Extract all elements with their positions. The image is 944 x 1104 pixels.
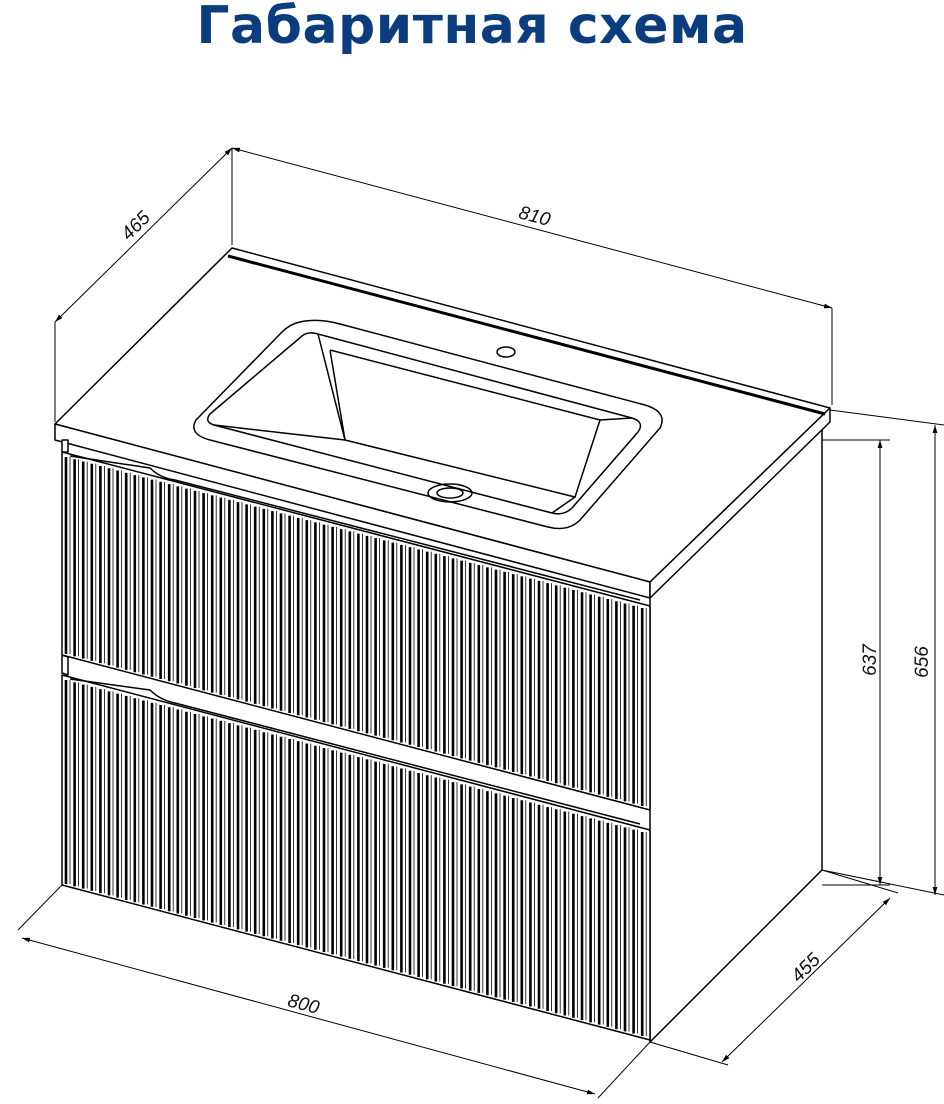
dim-label-637: 637 <box>860 643 881 676</box>
dim-label-656: 656 <box>912 646 933 678</box>
lower-drawer-handle <box>69 678 641 825</box>
countertop-side-edge <box>649 407 831 599</box>
upper-drawer-handle <box>69 455 641 601</box>
drain-icon <box>427 483 473 503</box>
dim-line-810 <box>231 147 833 309</box>
dim-label-455: 455 <box>787 949 825 987</box>
dim-line-455 <box>721 897 891 1063</box>
basin-rim <box>193 319 663 530</box>
faucet-hole-icon <box>496 346 516 358</box>
dim-label-810: 810 <box>516 202 552 231</box>
dim-line-800 <box>21 937 596 1095</box>
dim-label-465: 465 <box>117 207 155 245</box>
dim-label-800: 800 <box>285 990 321 1019</box>
dim-line-465 <box>54 147 233 323</box>
page-title: Габаритная схема <box>196 0 748 56</box>
upper-drawer-front <box>61 451 651 811</box>
